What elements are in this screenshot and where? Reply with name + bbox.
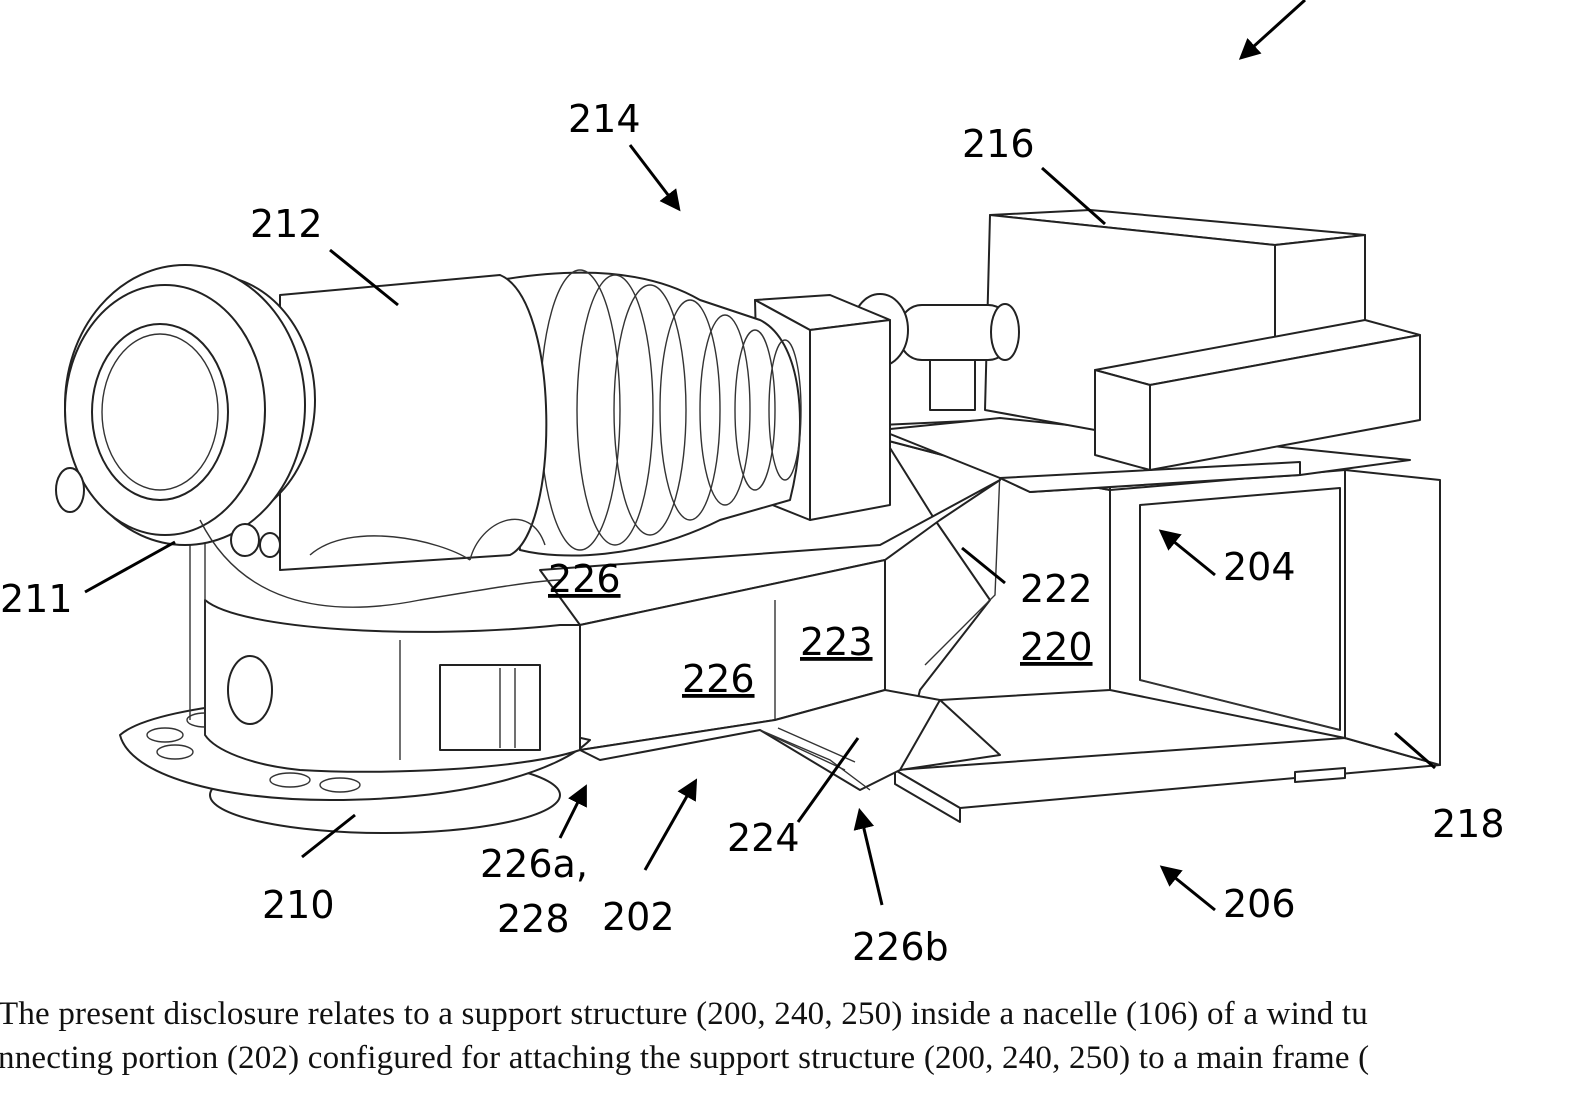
arrow-214 — [630, 145, 678, 208]
arrow-226a — [560, 788, 585, 838]
patent-figure: 214 216 212 211 226 226 223 222 220 204 … — [0, 0, 1585, 975]
label-226b: 226b — [852, 925, 949, 969]
abstract-text: The present disclosure relates to a supp… — [0, 992, 1585, 1080]
label-220: 220 — [1020, 625, 1093, 669]
label-222: 222 — [1020, 567, 1093, 611]
arrow-200 — [1242, 0, 1305, 57]
label-226a: 226a, — [480, 842, 588, 886]
label-206: 206 — [1223, 882, 1296, 926]
abstract-line-2: nnecting portion (202) configured for at… — [0, 1036, 1585, 1080]
label-210: 210 — [262, 883, 335, 927]
arrow-202 — [645, 782, 695, 870]
label-204: 204 — [1223, 545, 1296, 589]
label-218: 218 — [1432, 802, 1505, 846]
label-202: 202 — [602, 895, 675, 939]
label-228: 228 — [497, 897, 570, 941]
label-224: 224 — [727, 816, 800, 860]
machine-assembly — [56, 210, 1440, 833]
label-226-top: 226 — [548, 557, 621, 601]
leader-211 — [85, 542, 175, 592]
front-cylinder — [280, 275, 546, 570]
label-214: 214 — [568, 97, 641, 141]
label-211: 211 — [0, 577, 73, 621]
arrow-206 — [1163, 868, 1215, 910]
label-223: 223 — [800, 620, 873, 664]
label-226-mid: 226 — [682, 657, 755, 701]
abstract-line-1: The present disclosure relates to a supp… — [0, 992, 1585, 1036]
label-212: 212 — [250, 202, 323, 246]
arrow-226b — [860, 812, 882, 905]
upper-platform — [852, 210, 1420, 492]
label-216: 216 — [962, 122, 1035, 166]
